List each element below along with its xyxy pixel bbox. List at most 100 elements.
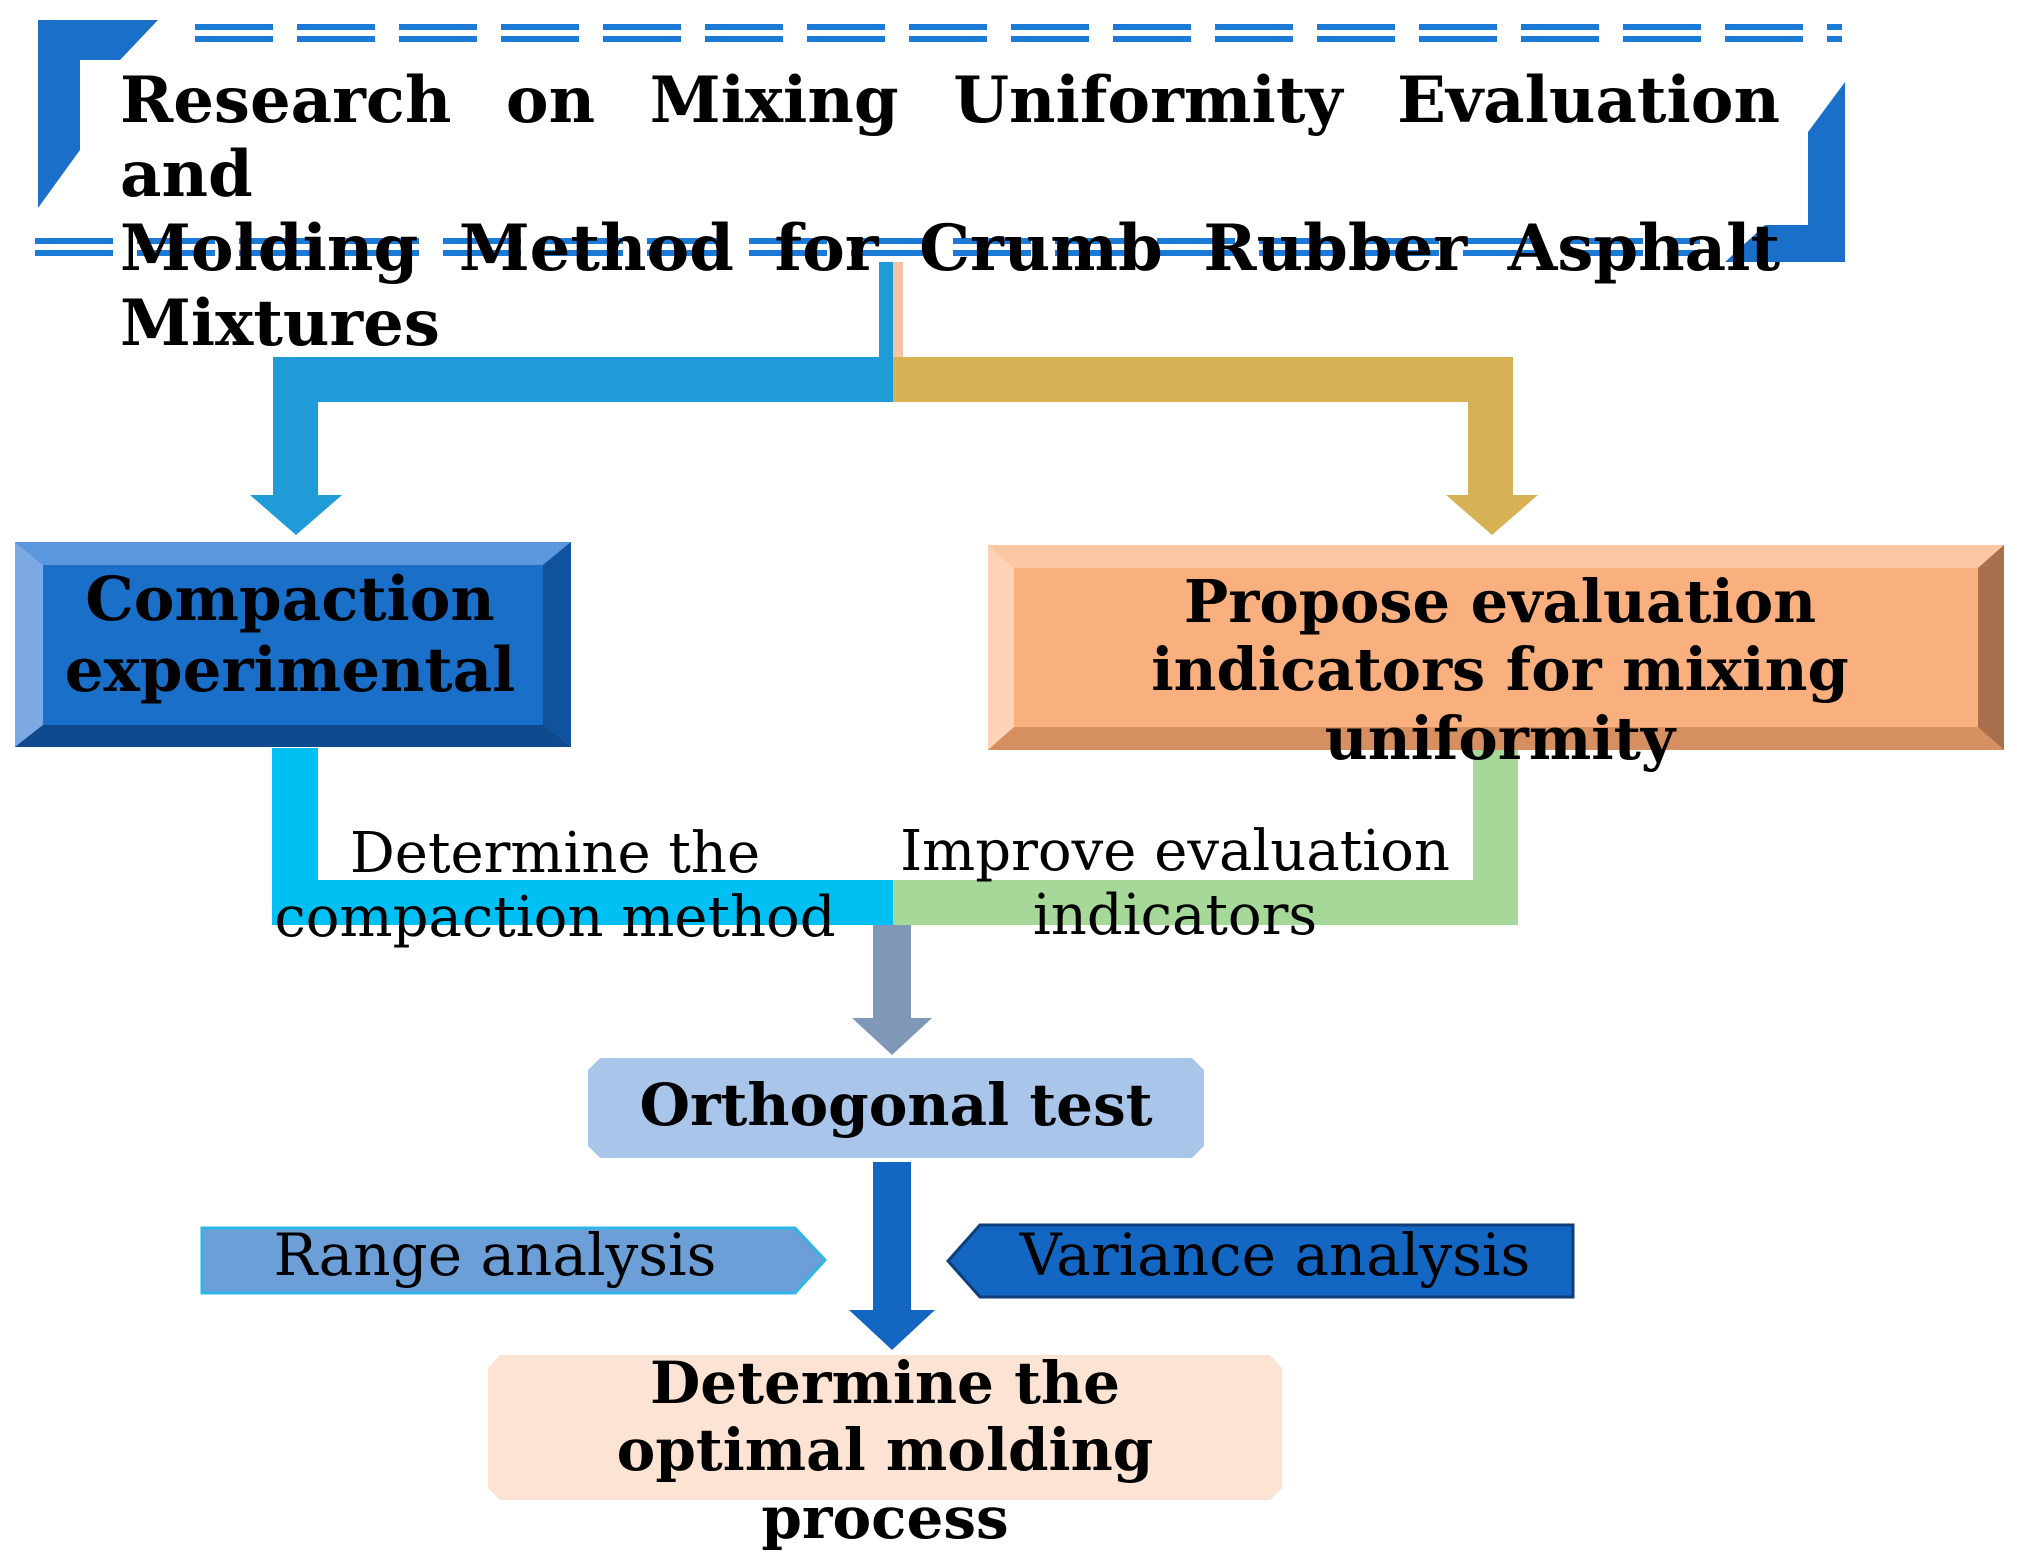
title-bottom-dash [1259,238,1337,244]
title-bottom-dash [545,238,623,244]
title-top-dash [1011,24,1089,30]
title-bottom-dash [1361,238,1439,244]
title-top-dash [297,24,375,30]
title-bottom-dash [443,250,521,256]
range-analysis-box [200,1226,828,1295]
title-top-dash [399,36,477,42]
improve-indicators-label: Improve evaluation indicators [890,819,1460,949]
title-bottom-dash [1565,250,1643,256]
connector-propose-green [893,750,1518,925]
title-dashes-bottom [35,238,1700,256]
determine-compaction-label: Determine the compaction method [255,821,855,951]
title-bottom-dash [851,250,929,256]
variance-analysis-text: Variance analysis [1019,1221,1531,1289]
title-top-dash [705,24,783,30]
range-analysis-label: Range analysis [210,1221,780,1289]
title-frame [35,20,1845,262]
title-bottom-dash [953,250,1031,256]
title-bottom-dash [749,250,827,256]
title-top-dash [603,24,681,30]
title-top-dash [1521,36,1599,42]
connector-compaction-cyan [272,748,893,925]
title-dashes-top [195,24,1842,42]
determine-compaction-text: Determine the compaction method [274,821,836,951]
title-top-dash [807,24,885,30]
title-bottom-dash [851,238,929,244]
title-top-dash [1113,24,1191,30]
orthogonal-box [588,1058,1204,1158]
compaction-text: Compaction experimental [64,564,516,706]
title-top-dash [1725,36,1803,42]
title-bottom-dash [1565,238,1643,244]
propose-text: Propose evaluation indicators for mixing… [1151,567,1849,773]
arrow-to-optimal [849,1162,935,1350]
title-top-dash [399,24,477,30]
title-top-dash [1419,24,1497,30]
title-bottom-dash [545,250,623,256]
improve-indicators-text: Improve evaluation indicators [900,819,1450,949]
title-bottom-dash [647,238,725,244]
title-top-dash [195,36,273,42]
title-top-dash [909,24,987,30]
title-top-dash [1827,24,1842,30]
title-bottom-dash [1667,250,1700,256]
title-bottom-dash [35,250,113,256]
arrow-to-propose [893,357,1538,535]
title-bottom-dash [647,250,725,256]
title-corner-left [38,20,158,208]
title-top-dash [1113,36,1191,42]
variance-analysis-box [945,1223,1575,1299]
title-bottom-dash [1055,250,1133,256]
title-top-dash [1521,24,1599,30]
title-bottom-dash [953,238,1031,244]
title-top-dash [603,36,681,42]
title-bottom-dash [749,238,827,244]
title-bottom-dash [35,238,113,244]
arrow-to-orthogonal [852,925,932,1055]
title-top-dash [1623,24,1701,30]
propose-box [988,545,2004,750]
title-top-dash [501,36,579,42]
title-top-dash [1317,36,1395,42]
compaction-box [15,542,571,747]
propose-label: Propose evaluation indicators for mixing… [1040,567,1960,773]
title-top-dash [1419,36,1497,42]
arrow-to-compaction [250,357,893,535]
title-bottom-dash [1157,250,1235,256]
title-bottom-dash [1463,238,1541,244]
title-bottom-dash [137,250,215,256]
orthogonal-label: Orthogonal test [588,1071,1204,1139]
range-analysis-text: Range analysis [273,1221,717,1289]
title-bottom-dash [1055,238,1133,244]
flowchart-diagram [15,20,2004,1500]
title-bottom-dash [239,238,317,244]
title-line-1: Research on Mixing Uniformity Evaluation… [120,63,1780,213]
title-bottom-dash [1157,238,1235,244]
title-bottom-dash [443,238,521,244]
title-bottom-dash [341,250,419,256]
title-top-dash [909,36,987,42]
optimal-box [488,1355,1282,1500]
title-top-dash [807,36,885,42]
connector-title-peach [893,262,903,397]
title-bottom-dash [1667,238,1700,244]
title-top-dash [1215,36,1293,42]
title-corner-right [1725,82,1845,262]
variance-analysis-label: Variance analysis [990,1221,1560,1289]
compaction-label: Compaction experimental [60,564,520,707]
title-top-dash [1317,24,1395,30]
title-bottom-dash [137,238,215,244]
optimal-text: Determine the optimal molding process [616,1349,1154,1552]
title-bottom-dash [341,238,419,244]
title-top-dash [297,36,375,42]
title-top-dash [1725,24,1803,30]
title-top-dash [195,24,273,30]
optimal-label: Determine the optimal molding process [520,1349,1250,1552]
orthogonal-text: Orthogonal test [639,1071,1153,1139]
title-top-dash [501,24,579,30]
title-bottom-dash [1361,250,1439,256]
title-line-2: Molding Method for Crumb Rubber Asphalt … [120,211,1780,361]
title-top-dash [1623,36,1701,42]
title-top-dash [1827,36,1842,42]
title-top-dash [705,36,783,42]
